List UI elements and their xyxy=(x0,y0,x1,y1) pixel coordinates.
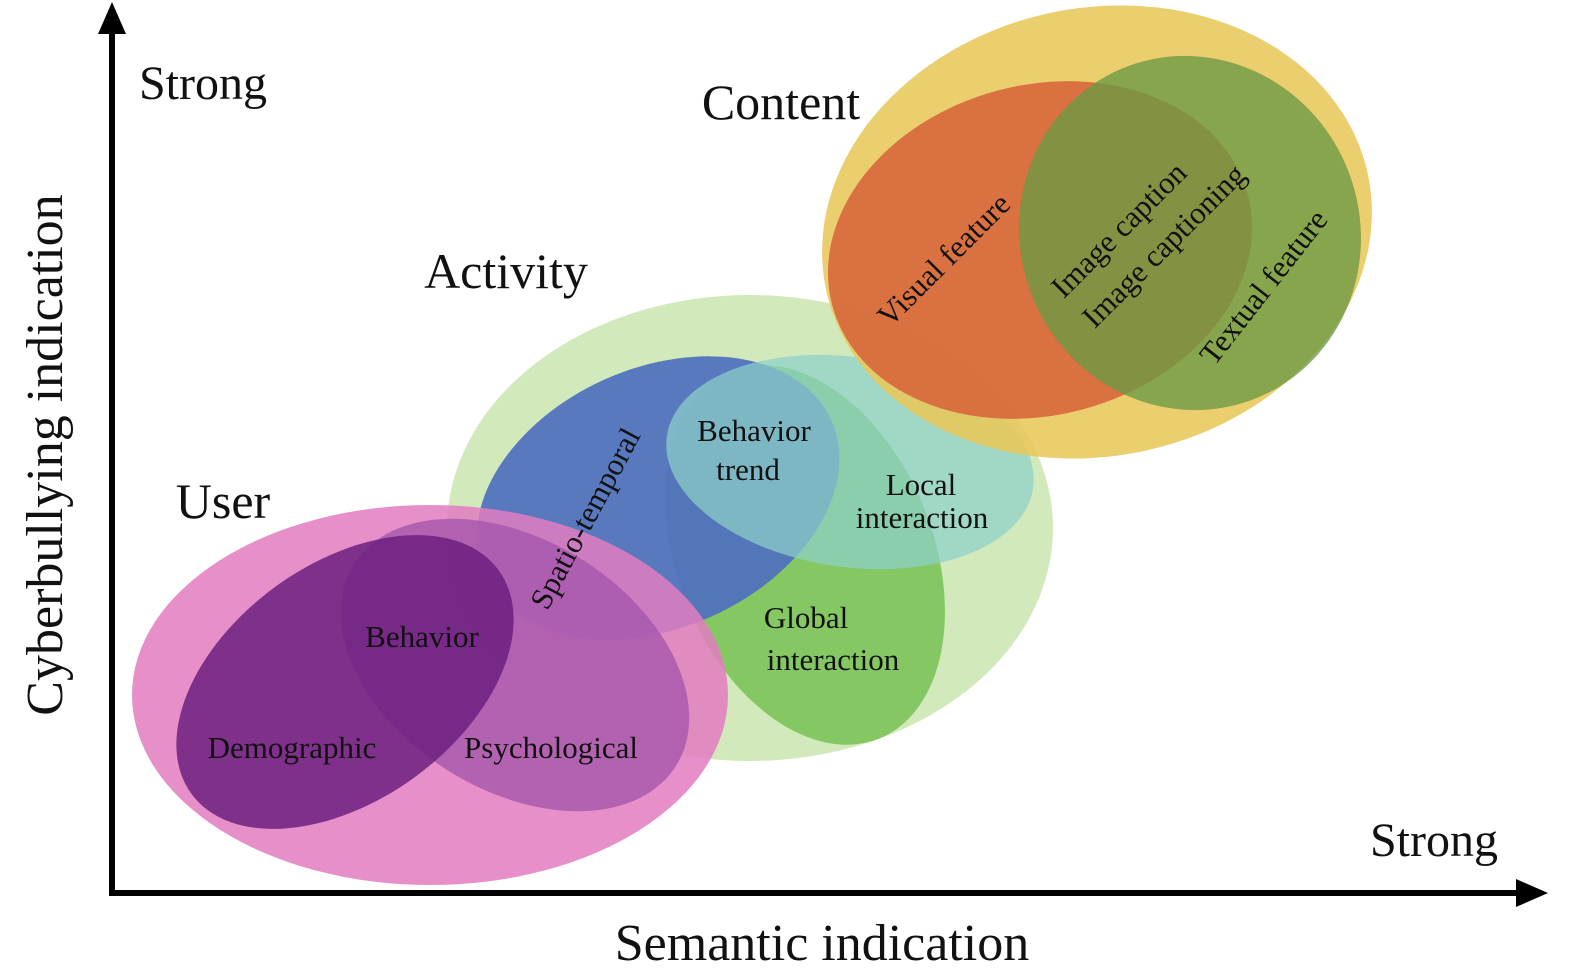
activity-global-interaction-label-line2: interaction xyxy=(767,642,900,677)
content-group xyxy=(822,5,1372,459)
activity-global-interaction-label-line1: Global xyxy=(764,600,848,635)
x-axis-arrowhead xyxy=(1516,879,1548,907)
y-axis-title: Cyberbullying indication xyxy=(17,194,74,715)
user-demographic-ellipse xyxy=(176,535,514,829)
x-axis-strong-label: Strong xyxy=(1370,814,1498,867)
activity-behavior-trend-label-line1: Behavior xyxy=(697,413,811,448)
activity-local-interaction-label-line1: Local xyxy=(886,467,957,502)
activity-title: Activity xyxy=(424,243,588,299)
x-axis-title: Semantic indication xyxy=(615,915,1029,972)
user-title: User xyxy=(176,473,271,529)
y-axis-arrowhead xyxy=(98,2,126,34)
user-group xyxy=(132,505,728,885)
user-demographic-label: Demographic xyxy=(208,730,377,765)
activity-local-interaction-label-line2: interaction xyxy=(856,500,989,535)
axes xyxy=(98,2,1548,907)
activity-behavior-trend-label-line2: trend xyxy=(716,452,780,487)
content-title: Content xyxy=(702,74,860,130)
user-psychological-label: Psychological xyxy=(464,730,638,765)
content-textual-feature-ellipse xyxy=(1019,55,1361,411)
y-axis-strong-label: Strong xyxy=(139,57,267,110)
user-behavior-label: Behavior xyxy=(365,619,479,654)
